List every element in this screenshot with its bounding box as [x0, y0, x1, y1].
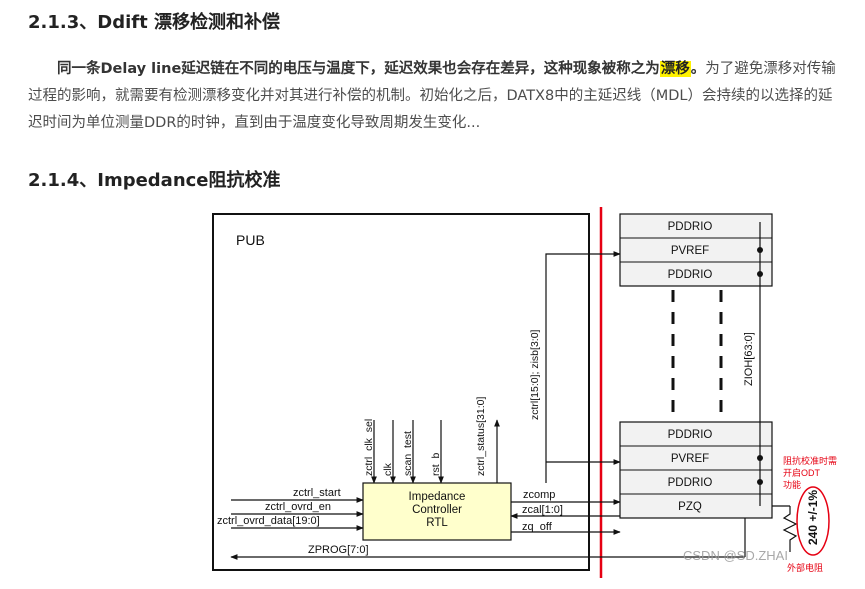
- zprog-signal: ZPROG[7:0]: [308, 544, 369, 556]
- signal-rst-b: rst_b: [430, 452, 442, 476]
- pub-block: [212, 213, 590, 571]
- zioh-bus-label: ZIOH[63:0]: [743, 332, 755, 386]
- controller-line-1: Impedance: [409, 491, 466, 503]
- top-pddrio-1: PDDRIO: [668, 221, 713, 233]
- paragraph-bold-end: 。: [690, 61, 706, 77]
- impedance-controller-block: [362, 482, 512, 541]
- output-zcal: zcal[1:0]: [522, 504, 563, 516]
- controller-line-3: RTL: [426, 517, 448, 529]
- bottom-pddrio-2: PDDRIO: [668, 477, 713, 489]
- resistor-caption: 外部电阻: [787, 562, 823, 573]
- top-pddrio-2: PDDRIO: [668, 269, 713, 281]
- paragraph-rest-text: 为了避免漂移对传输过程的影响，就需要有检测漂移变化并对其进行补偿的机制。初始化之…: [28, 61, 836, 131]
- bottom-pvref: PVREF: [671, 453, 709, 465]
- section-heading-drift: 2.1.3、Ddift 漂移检测和补偿: [28, 12, 280, 33]
- section-heading-impedance: 2.1.4、Impedance阻抗校准: [28, 170, 281, 191]
- zctrl-bus-label: zctrl[15:0]; zisb[3:0]: [529, 329, 541, 420]
- pub-label: PUB: [236, 232, 265, 248]
- top-pvref: PVREF: [671, 245, 709, 257]
- paragraph-bold-text: 同一条Delay line延迟链在不同的电压与温度下，延迟效果也会存在差异，这种…: [57, 61, 660, 77]
- input-zctrl-ovrd-en: zctrl_ovrd_en: [265, 501, 331, 513]
- odt-annotation-line-3: 功能: [783, 479, 801, 490]
- bottom-pzq: PZQ: [678, 501, 702, 513]
- signal-zctrl-clk-sel: zctrl_clk_sel: [363, 419, 375, 476]
- tolerance-label: 240 +/-1%: [806, 490, 820, 545]
- controller-line-2: Controller: [412, 504, 462, 516]
- signal-zctrl-status: zctrl_status[31:0]: [475, 397, 487, 476]
- bottom-pddrio-1: PDDRIO: [668, 429, 713, 441]
- io-stack-top: [619, 213, 773, 287]
- signal-clk: clk: [382, 462, 394, 476]
- resistor-symbol: [782, 506, 798, 552]
- odt-annotation-line-1: 阻抗校准时需: [783, 455, 837, 466]
- signal-scan-test: scan_test: [402, 431, 414, 476]
- odt-annotation-line-2: 开启ODT: [783, 467, 821, 478]
- tolerance-highlight-ellipse: [796, 486, 830, 556]
- input-zctrl-start: zctrl_start: [293, 487, 341, 499]
- input-zctrl-ovrd-data: zctrl_ovrd_data[19:0]: [217, 515, 320, 527]
- drift-paragraph: 同一条Delay line延迟链在不同的电压与温度下，延迟效果也会存在差异，这种…: [28, 56, 838, 137]
- csdn-watermark: CSDN @SD.ZHAI: [683, 548, 788, 563]
- output-zq-off: zq_off: [522, 521, 553, 533]
- highlighted-term: 漂移: [659, 61, 691, 77]
- output-zcomp: zcomp: [523, 489, 555, 501]
